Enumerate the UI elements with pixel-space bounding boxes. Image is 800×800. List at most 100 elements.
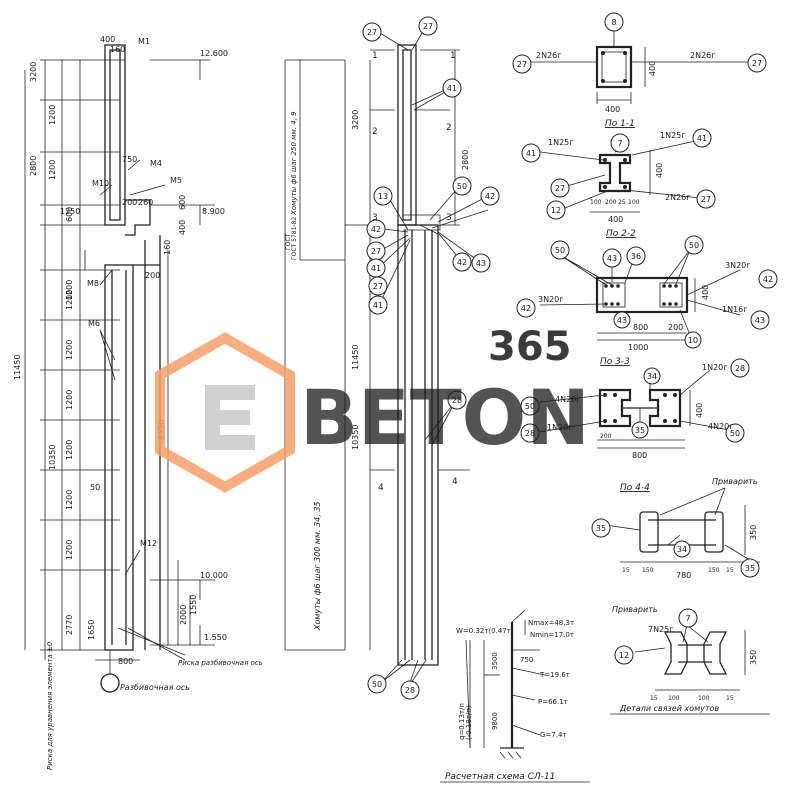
detail-dim-100b: 100 xyxy=(698,695,710,702)
mark-m4: M4 xyxy=(150,159,162,168)
callout-27b: 27 xyxy=(423,22,433,31)
dim-600: 600 xyxy=(65,207,74,222)
s44-callout-28a: 28 xyxy=(735,364,745,373)
calc-dim-3500: 3500 xyxy=(491,652,499,670)
section-label-4a: 4 xyxy=(378,483,384,493)
s33-callout-36: 36 xyxy=(631,252,641,261)
section-label-2a: 2 xyxy=(372,127,378,137)
s22-callout-27b: 27 xyxy=(701,195,711,204)
small-dim-750: 750 xyxy=(122,155,137,164)
section-label-1a: 1 xyxy=(372,51,378,61)
s33-dim-200: 200 xyxy=(668,323,683,332)
s44-dim-800: 800 xyxy=(632,451,647,460)
small-dim-600: 600 xyxy=(178,195,187,210)
s33-callout-43c: 43 xyxy=(755,316,765,325)
dim-1200-b: 1200 xyxy=(48,160,57,180)
s33-callout-50a: 50 xyxy=(555,246,565,255)
level-12600: 12.600 xyxy=(200,49,228,58)
callout-41c: 41 xyxy=(373,301,383,310)
s33-callout-10: 10 xyxy=(688,336,698,345)
level-10000: 10.000 xyxy=(200,571,228,580)
s22-callout-12: 12 xyxy=(551,206,561,215)
small-dim-200b: 200 xyxy=(145,271,160,280)
detail-dim-100a: 100 xyxy=(668,695,680,702)
calc-dim-9800: 9800 xyxy=(491,712,499,730)
dim-3200: 3200 xyxy=(29,62,38,82)
s55-callout-35a: 35 xyxy=(596,524,606,533)
s44-title: По 4-4 xyxy=(620,483,650,493)
dim-2770: 2770 xyxy=(65,615,74,635)
s11-label-right: 2N26г xyxy=(690,51,715,60)
view-callouts: 27 27 41 13 50 42 42 27 42 43 41 27 41 xyxy=(362,16,500,700)
dim-10350: 10350 xyxy=(48,445,57,470)
s22-dim-b: 200 xyxy=(605,199,617,206)
small-dim-260: 260 xyxy=(138,198,153,207)
stirrup-note-upper: Хомуты ф6 шаг 250 мм. 4, 9 xyxy=(290,111,298,216)
s44-callout-35: 35 xyxy=(635,426,645,435)
callout-27d: 27 xyxy=(373,282,383,291)
level-1550: 1.550 xyxy=(204,633,227,642)
s22-dim-height: 400 xyxy=(655,163,664,178)
s22-callout-41a: 41 xyxy=(526,149,536,158)
calc-nmin: Nmin=17.0т xyxy=(530,631,574,639)
small-dim-400b: 400 xyxy=(178,220,187,235)
detail-dim-15b: 15 xyxy=(726,695,734,702)
s44-callout-50b: 50 xyxy=(730,429,740,438)
s44-callout-50a: 50 xyxy=(525,402,535,411)
s55-dim-15b: 15 xyxy=(726,567,734,574)
detail-title: Детали связей хомутов xyxy=(619,704,719,713)
s44-label-a: 4N20г xyxy=(555,395,580,404)
calc-dim-750: 750 xyxy=(520,656,533,664)
s55-dim-150a: 150 xyxy=(642,567,654,574)
s22-dim-d: 100 xyxy=(628,199,640,206)
s11-callout-8: 8 xyxy=(611,18,616,27)
note-axis: Разбивочная ось xyxy=(120,683,190,692)
detail-dim-350: 350 xyxy=(749,650,758,665)
callout-41b: 41 xyxy=(371,264,381,273)
s44-callout-34: 34 xyxy=(647,372,657,381)
dim-1200-e: 1200 xyxy=(65,390,74,410)
s44-dim-400: 400 xyxy=(695,403,704,418)
section-1-1: 8 27 27 2N26г 2N26г 400 400 По 1-1 xyxy=(512,12,767,129)
section-3-3: 50 43 36 50 42 43 42 10 43 3N20г 3N20г 1… xyxy=(516,235,778,367)
small-dim-50: 50 xyxy=(90,483,100,492)
s55-weld-note: Приварить xyxy=(712,477,758,486)
s44-callout-28b: 28 xyxy=(525,429,535,438)
dim-1200-d: 1200 xyxy=(65,340,74,360)
mark-m6: M6 xyxy=(88,319,100,328)
s44-label-d: 1N20г xyxy=(547,423,572,432)
dim-1200-g: 1200 xyxy=(65,490,74,510)
s33-callout-42b: 42 xyxy=(763,275,773,284)
stirrup-note-lower: Хомуты ф6 шаг 300 мм. 34, 35 xyxy=(313,501,322,631)
view-dim-11450: 11450 xyxy=(351,345,360,370)
calc-title: Расчетная схема СЛ-11 xyxy=(445,772,555,782)
s33-label-b: 3N20г xyxy=(725,261,750,270)
stirrup-detail: 7 12 Приварить 7N25г 15 100 100 15 350 Д… xyxy=(610,605,770,715)
watermark: 365 BETON xyxy=(155,324,590,493)
s33-label-c: 1N16г xyxy=(722,305,747,314)
mark-m12: M12 xyxy=(140,539,157,548)
watermark-logo-icon xyxy=(155,332,295,493)
s11-callout-27b: 27 xyxy=(752,59,762,68)
callout-27a: 27 xyxy=(367,28,377,37)
s55-dim-150b: 150 xyxy=(708,567,720,574)
dim-1200-c: 1200 xyxy=(65,290,74,310)
s33-dim-800: 800 xyxy=(633,323,648,332)
dim-1200-h: 1200 xyxy=(65,540,74,560)
callout-13: 13 xyxy=(378,192,388,201)
detail-callout-7: 7 xyxy=(685,614,690,623)
callout-43: 43 xyxy=(476,259,486,268)
dim-11450: 11450 xyxy=(13,355,22,380)
gost-note-b: ГОСТ 5781-82 xyxy=(291,217,298,260)
calc-nmax: Nmax=48.3т xyxy=(528,619,574,627)
section-label-4b: 4 xyxy=(452,477,458,487)
callout-28b: 28 xyxy=(405,686,415,695)
s22-label-a: 1N25г xyxy=(548,138,573,147)
callout-42a: 42 xyxy=(485,192,495,201)
s33-callout-43b: 43 xyxy=(617,316,627,325)
s11-title: По 1-1 xyxy=(605,119,635,129)
calc-t: T=19.6т xyxy=(539,671,570,679)
s22-callout-27a: 27 xyxy=(555,184,565,193)
callout-42c: 42 xyxy=(457,258,467,267)
view-dim-3200: 3200 xyxy=(351,110,360,130)
